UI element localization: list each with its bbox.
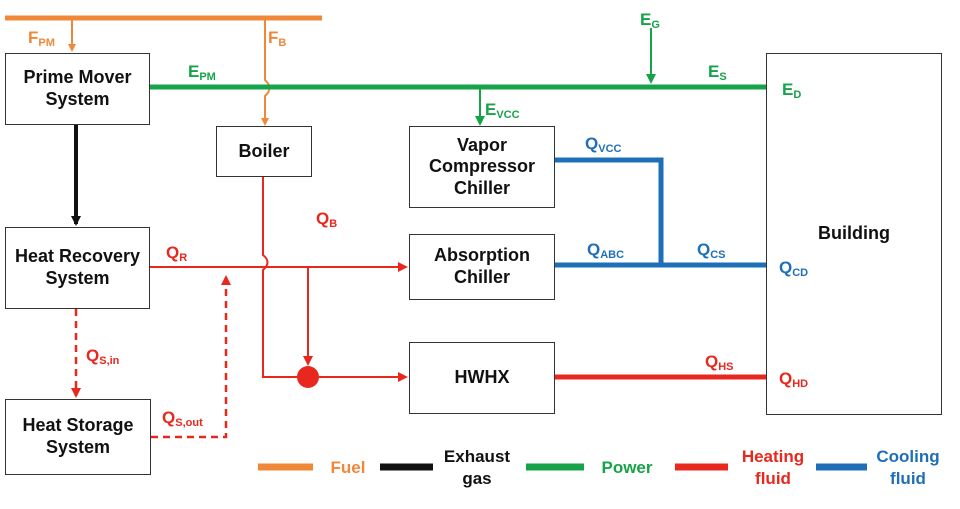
legend-fuel-label: Fuel xyxy=(330,458,366,477)
label-q-s-in: QS,in xyxy=(86,346,120,367)
legend-power-label: Power xyxy=(601,458,653,477)
legend-heating-label: Heating fluid xyxy=(741,447,805,489)
label-q-hd: QHD xyxy=(779,369,809,390)
vapor-chiller-label: Vapor Compressor Chiller xyxy=(428,134,536,198)
storage-discharge-line xyxy=(151,275,231,439)
heat-junction-node xyxy=(297,366,319,388)
building-label: Building xyxy=(818,223,890,244)
legend-exhaust-label: Exhaust gas xyxy=(443,447,511,489)
label-e-s: ES xyxy=(708,62,727,83)
label-q-cs: QCS xyxy=(697,240,726,261)
absorption-chiller-label: Absorption Chiller xyxy=(434,245,530,287)
label-q-vcc: QVCC xyxy=(585,134,622,155)
prime-mover-label: Prime Mover System xyxy=(23,67,132,109)
vcc-cooling-line xyxy=(555,157,664,265)
label-e-g: EG xyxy=(640,10,660,31)
heat-recovery-label: Heat Recovery System xyxy=(14,246,141,288)
hwhx-label: HWHX xyxy=(454,367,510,388)
vapor-chiller-box: Vapor Compressor Chiller xyxy=(409,126,555,208)
boiler-heat-line xyxy=(262,177,300,378)
label-q-b: QB xyxy=(316,209,338,230)
building-box: Building xyxy=(766,53,942,415)
hwhx-box: HWHX xyxy=(409,342,555,414)
heat-storage-label: Heat Storage System xyxy=(22,415,134,457)
boiler-label: Boiler xyxy=(238,140,290,161)
label-q-cd: QCD xyxy=(779,258,809,279)
legend-cooling-label: Cooling fluid xyxy=(876,447,940,489)
prime-mover-box: Prime Mover System xyxy=(5,53,150,125)
label-f-pm: FPM xyxy=(28,28,55,49)
label-q-s-out: QS,out xyxy=(162,408,203,429)
label-e-d: ED xyxy=(782,80,802,101)
absorption-chiller-box: Absorption Chiller xyxy=(409,234,555,300)
heat-storage-box: Heat Storage System xyxy=(5,399,151,475)
label-e-pm: EPM xyxy=(188,62,216,83)
heat-recovery-box: Heat Recovery System xyxy=(5,227,150,309)
boiler-box: Boiler xyxy=(216,126,312,177)
label-e-vcc: EVCC xyxy=(485,100,520,121)
label-q-r: QR xyxy=(166,243,188,264)
label-q-abc: QABC xyxy=(587,240,625,261)
label-q-hs: QHS xyxy=(705,352,734,373)
label-f-b: FB xyxy=(268,28,287,49)
